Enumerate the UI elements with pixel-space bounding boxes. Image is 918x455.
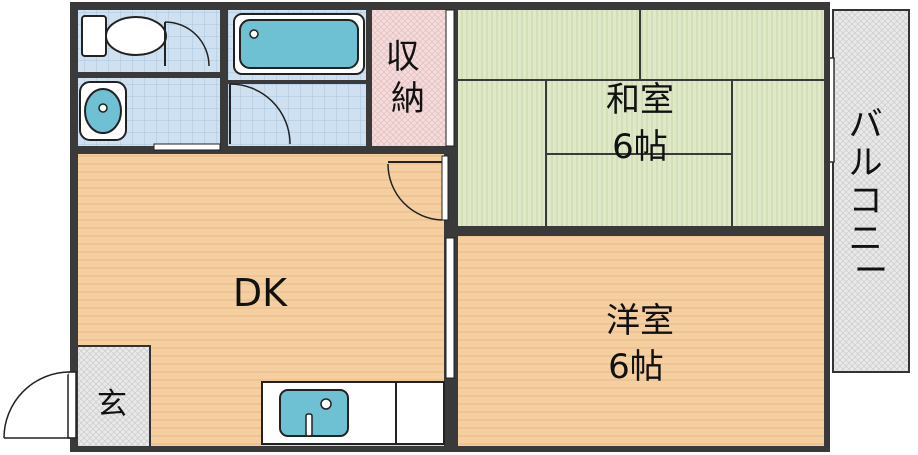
bath-door-swing-icon (229, 83, 291, 145)
storage-closet (372, 10, 446, 146)
toilet-icon (81, 15, 210, 67)
yoshitsu-room: 洋室 6帖 (458, 236, 824, 446)
kitchen-sink-icon (279, 389, 349, 437)
washbasin-icon (79, 81, 127, 141)
entrance-label: 玄 (97, 387, 127, 422)
kitchen-counter (261, 381, 445, 445)
washroom-sliding-door (153, 143, 221, 151)
washitsu-label: 和室 (606, 80, 674, 120)
yoshitsu-size: 6帖 (608, 347, 664, 387)
washitsu-room: 和室 6帖 (458, 10, 824, 226)
yoshitsu-label: 洋室 (606, 301, 674, 341)
toilet-door-swing-icon (164, 21, 210, 67)
yoshitsu-sliding-door (445, 237, 455, 379)
dk-label: DK (233, 271, 288, 315)
storage-label: 収 納 (386, 37, 431, 119)
washitsu-door-swing-icon (387, 155, 449, 221)
balcony: バ ル コ ニ ー (826, 9, 910, 373)
bathtub-icon (233, 13, 365, 75)
washitsu-size: 6帖 (612, 127, 668, 167)
entrance: 玄 (78, 345, 151, 446)
entrance-door-swing-icon (3, 371, 77, 439)
storage-sliding-door (445, 9, 455, 147)
bath-anteroom (228, 84, 366, 146)
tatami-mat-lines (458, 10, 824, 226)
balcony-label: バ ル コ ニ ー (849, 105, 894, 291)
